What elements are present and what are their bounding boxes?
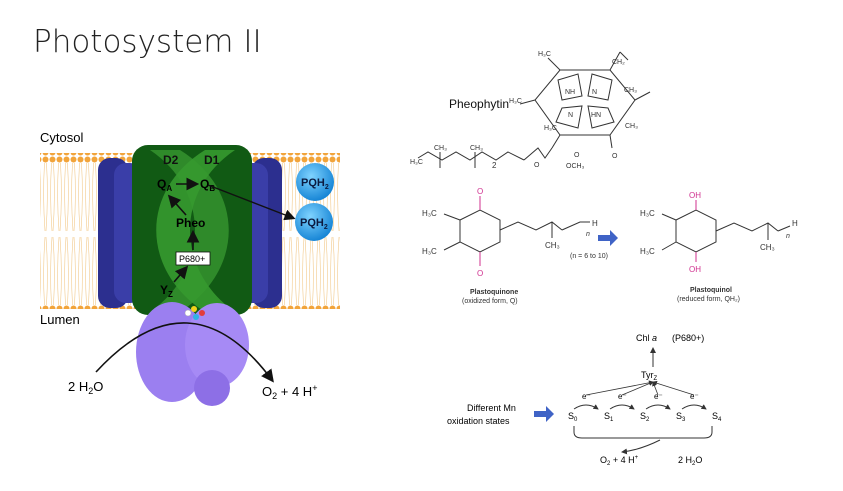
cycle-return-bracket [573, 426, 713, 439]
svg-text:N: N [592, 89, 597, 96]
pqh2-bottom-label: PQH2 [300, 217, 328, 231]
s-state-3: S3 [676, 411, 686, 423]
svg-text:CH₃: CH₃ [624, 87, 637, 94]
svg-text:N: N [568, 112, 573, 119]
svg-text:CH₃: CH₃ [760, 243, 775, 252]
qb-label: QB [200, 177, 215, 193]
oxygen-release-arrow [621, 439, 661, 455]
electron-to-tyrz-arrow-1 [621, 381, 654, 396]
svg-text:O: O [534, 162, 540, 169]
s-transition-arrow-2 [645, 404, 671, 410]
svg-text:H₃C: H₃C [538, 51, 551, 58]
electron-label-3: e⁻ [690, 392, 699, 401]
oxygen-evolving-complex [136, 302, 249, 406]
svg-text:O: O [612, 153, 618, 160]
svg-text:(n = 6 to 10): (n = 6 to 10) [570, 253, 608, 260]
svg-text:H₃C: H₃C [544, 125, 557, 132]
qa-label: QA [157, 177, 172, 193]
pqh2-top-label: PQH2 [301, 177, 329, 191]
mn-states-arrow [534, 406, 554, 422]
pheophytin-label: Pheophytin [449, 97, 509, 111]
d1-label: D1 [204, 153, 220, 167]
plastoquinol-structure [661, 200, 791, 262]
svg-text:H₃C: H₃C [509, 98, 522, 105]
svg-text:H₃C: H₃C [640, 247, 655, 256]
svg-text:2: 2 [492, 161, 497, 170]
svg-text:H₃C: H₃C [422, 209, 437, 218]
electron-label-2: e⁻ [654, 392, 663, 401]
plastoquinol-labels: OH OH H₃C H₃C CH₃ H n Plastoquinol (redu… [640, 191, 798, 303]
reduction-arrow [598, 230, 618, 246]
pheo-to-qa-arrow [167, 194, 187, 216]
kok-cycle: Chl a (P680+) TyrZ Different Mn oxidatio… [447, 333, 722, 467]
svg-text:H: H [792, 219, 798, 228]
svg-text:CH₃: CH₃ [434, 145, 447, 152]
s-state-0: S0 [568, 411, 578, 423]
pqh2-molecule-top [296, 163, 334, 201]
mn-states-label-line1: Different Mn [467, 403, 516, 413]
yz-to-p680-arrow [173, 265, 189, 283]
svg-text:O: O [477, 269, 483, 278]
pheophytin-structure: Pheophytin [417, 51, 651, 168]
svg-text:O: O [574, 152, 580, 159]
d2-helices [150, 150, 229, 312]
d2-label: D2 [163, 153, 179, 167]
water-label: 2 H2O [68, 379, 103, 396]
svg-text:H₃C: H₃C [640, 209, 655, 218]
lumen-label: Lumen [40, 312, 80, 327]
plastoquinol-name: Plastoquinol [690, 287, 732, 294]
svg-text:CH₂: CH₂ [612, 59, 625, 66]
cytosol-label: Cytosol [40, 130, 83, 145]
chl-a-label: Chl a [636, 333, 657, 343]
pheo-label: Pheo [176, 216, 205, 230]
plastoquinone-labels: O O H₃C H₃C CH₃ H n (n = 6 to 10) Plasto… [422, 187, 608, 305]
mn-states-label-line2: oxidation states [447, 416, 510, 426]
plastoquinone-name: Plastoquinone [470, 289, 518, 296]
s-states: S0 e⁻ S1 e⁻ S2 e⁻ S3 e⁻ S4 [568, 380, 722, 423]
svg-text:NH: NH [565, 89, 575, 96]
membrane-diagram: Cytosol Lumen D2 D1 QA QB Pheo P680+ YZ [40, 130, 340, 406]
electron-to-tyrz-arrow-0 [585, 380, 654, 396]
qb-to-pqh2-arrow [207, 184, 296, 221]
pheophytin-atom-labels: H₃C CH₂ CH₃ NH HN N N H₃C CH₃ O O OCH₃ O… [410, 51, 638, 170]
p680-box [175, 251, 211, 266]
cycle-water-label: 2 H2O [678, 455, 702, 467]
svg-text:O: O [477, 187, 483, 196]
electron-to-tyrz-arrow-3 [652, 380, 695, 396]
svg-text:OH: OH [689, 191, 701, 200]
electron-label-1: e⁻ [618, 392, 627, 401]
svg-text:OH: OH [689, 265, 701, 274]
svg-text:CH₃: CH₃ [470, 145, 483, 152]
svg-text:CH₃: CH₃ [625, 123, 638, 130]
svg-text:n: n [786, 233, 790, 240]
svg-text:OCH₃: OCH₃ [566, 163, 585, 170]
pqh2-molecule-bottom [295, 203, 333, 241]
svg-text:CH₃: CH₃ [545, 241, 560, 250]
slide-title: Photosystem II [33, 24, 262, 60]
p680-cycle-label: (P680+) [672, 333, 704, 343]
s-transition-arrow-3 [681, 404, 707, 410]
p680-label: P680+ [179, 254, 205, 264]
plastoquinol-form: (reduced form, QH₂) [677, 296, 740, 303]
s-transition-arrow-0 [573, 404, 599, 410]
svg-text:H₃C: H₃C [410, 159, 423, 166]
tyrz-label: TyrZ [641, 370, 658, 382]
svg-text:HN: HN [591, 112, 601, 119]
oxygen-label: O2 + 4 H+ [262, 383, 317, 401]
svg-text:H₃C: H₃C [422, 247, 437, 256]
s-state-4: S4 [712, 411, 722, 423]
yz-label: YZ [160, 283, 173, 299]
svg-text:n: n [586, 231, 590, 238]
water-oxidation-arrow [95, 322, 274, 383]
s-state-1: S1 [604, 411, 614, 423]
electron-label-0: e⁻ [582, 392, 591, 401]
plastoquinone-form: (oxidized form, Q) [462, 298, 518, 305]
cycle-oxygen-label: O2 + 4 H+ [600, 455, 639, 467]
svg-text:H: H [592, 219, 598, 228]
s-transition-arrow-1 [609, 404, 635, 410]
plastoquinone-structure [443, 196, 590, 266]
s-state-2: S2 [640, 411, 650, 423]
